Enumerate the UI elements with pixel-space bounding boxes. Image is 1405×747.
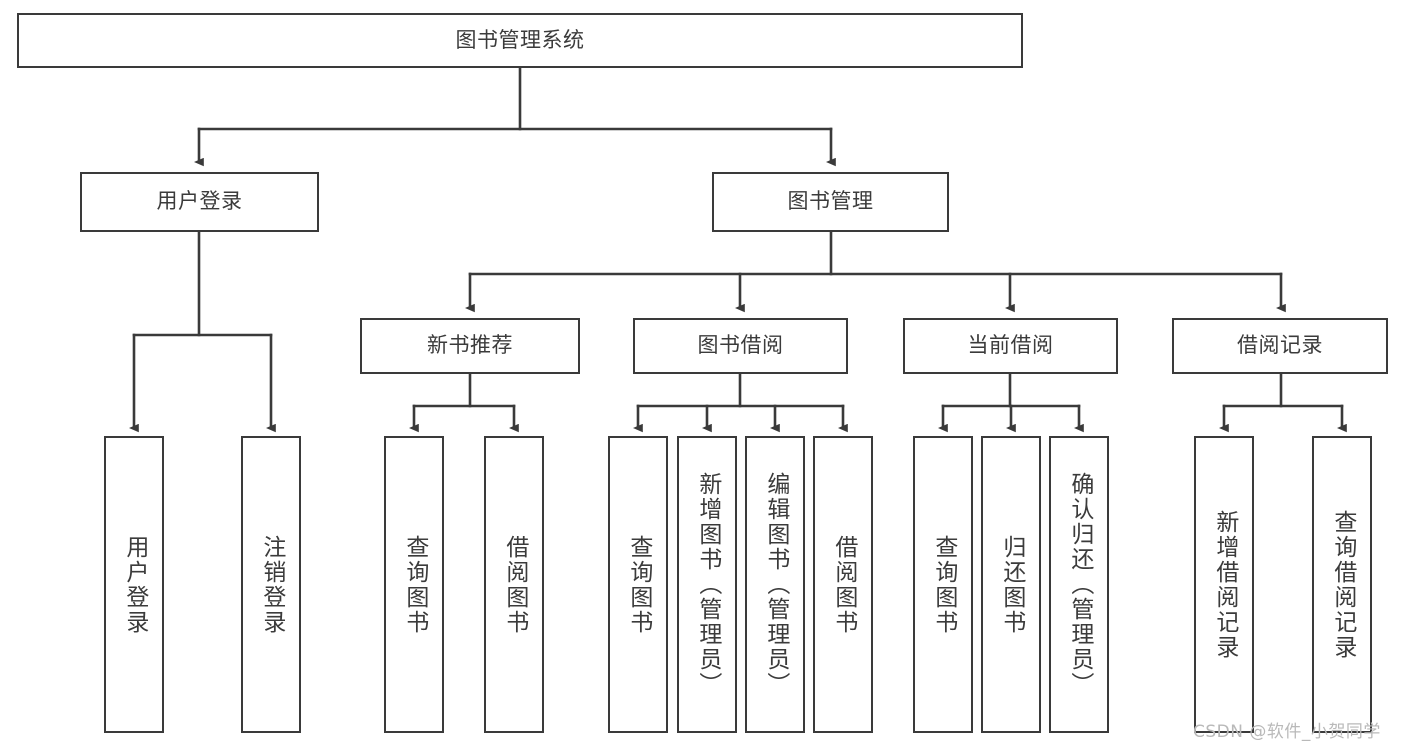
node-label: 借阅图书 bbox=[830, 534, 857, 635]
node-label: 用户登录 bbox=[156, 189, 243, 214]
leaf-user-login-login[interactable]: 用户登录 bbox=[104, 436, 164, 733]
node-label: 借阅记录 bbox=[1237, 333, 1323, 358]
node-label: 借阅图书 bbox=[501, 534, 528, 635]
leaf-new-book-query-book[interactable]: 查询图书 bbox=[384, 436, 444, 733]
node-label: 图书管理系统 bbox=[455, 27, 585, 52]
leaf-current-borrow-confirm-return-admin[interactable]: 确认归还（管理员） bbox=[1049, 436, 1109, 733]
node-label: 图书借阅 bbox=[697, 333, 784, 358]
node-new-book-recommend[interactable]: 新书推荐 bbox=[360, 318, 580, 374]
leaf-book-borrow-edit-book-admin[interactable]: 编辑图书（管理员） bbox=[745, 436, 805, 733]
node-label: 新增图书（管理员） bbox=[694, 472, 721, 697]
node-label: 查询图书 bbox=[625, 534, 652, 635]
node-label: 用户登录 bbox=[121, 534, 148, 635]
leaf-current-borrow-return-book[interactable]: 归还图书 bbox=[981, 436, 1041, 733]
node-label: 当前借阅 bbox=[967, 333, 1054, 358]
leaf-borrow-record-add-record[interactable]: 新增借阅记录 bbox=[1194, 436, 1254, 733]
node-root-book-management-system[interactable]: 图书管理系统 bbox=[17, 13, 1023, 68]
node-label: 新增借阅记录 bbox=[1211, 509, 1238, 660]
leaf-user-login-logout[interactable]: 注销登录 bbox=[241, 436, 301, 733]
node-label: 新书推荐 bbox=[427, 333, 513, 358]
node-book-management[interactable]: 图书管理 bbox=[712, 172, 949, 232]
node-label: 查询图书 bbox=[930, 534, 957, 635]
node-label: 归还图书 bbox=[998, 534, 1025, 635]
node-current-borrow[interactable]: 当前借阅 bbox=[903, 318, 1118, 374]
node-borrow-record[interactable]: 借阅记录 bbox=[1172, 318, 1388, 374]
node-label: 查询借阅记录 bbox=[1329, 509, 1356, 660]
node-label: 注销登录 bbox=[258, 534, 285, 635]
node-label: 编辑图书（管理员） bbox=[762, 472, 789, 697]
leaf-book-borrow-borrow-book[interactable]: 借阅图书 bbox=[813, 436, 873, 733]
leaf-book-borrow-query-book[interactable]: 查询图书 bbox=[608, 436, 668, 733]
node-label: 图书管理 bbox=[787, 189, 874, 214]
csdn-watermark: CSDN @软件_小贺同学 bbox=[1193, 722, 1381, 742]
leaf-book-borrow-add-book-admin[interactable]: 新增图书（管理员） bbox=[677, 436, 737, 733]
node-book-borrow[interactable]: 图书借阅 bbox=[633, 318, 848, 374]
leaf-current-borrow-query-book[interactable]: 查询图书 bbox=[913, 436, 973, 733]
leaf-new-book-borrow-book[interactable]: 借阅图书 bbox=[484, 436, 544, 733]
node-label: 查询图书 bbox=[401, 534, 428, 635]
node-user-login[interactable]: 用户登录 bbox=[80, 172, 319, 232]
leaf-borrow-record-query-record[interactable]: 查询借阅记录 bbox=[1312, 436, 1372, 733]
node-label: 确认归还（管理员） bbox=[1066, 472, 1093, 697]
